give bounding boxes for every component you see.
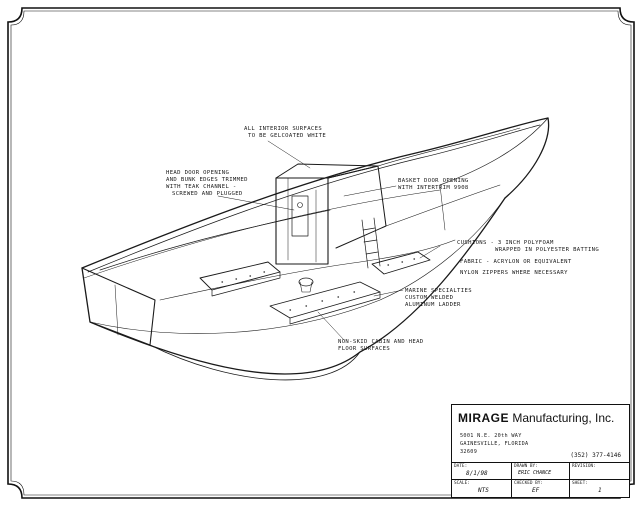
- cushion-stitching: [221, 258, 416, 311]
- address-line-1: 5001 N.E. 20th WAY: [460, 433, 522, 439]
- note-non-skid: NON-SKID CABIN AND HEAD FLOOR SURFACES: [338, 339, 424, 353]
- scale-cell: SCALE: NTS: [452, 479, 512, 497]
- note-line: ALUMINUM LADDER: [405, 302, 461, 308]
- company-name: MIRAGE Manufacturing, Inc.: [458, 411, 614, 425]
- drawn-by-label: DRAWN BY:: [514, 464, 538, 469]
- hull-gunwale-inner: [87, 124, 541, 273]
- note-line: CUSHIONS - 3 INCH POLYFOAM: [457, 240, 554, 246]
- hull-side-near: [81, 197, 506, 375]
- address-line-3: 32609: [460, 449, 478, 455]
- console-side: [327, 165, 387, 249]
- sheet-value: 1: [598, 487, 602, 494]
- note-zippers: NYLON ZIPPERS WHERE NECESSARY: [460, 270, 568, 276]
- date-label: DATE:: [454, 464, 468, 469]
- date-value: 8/1/98: [466, 470, 488, 477]
- company-name-rest: Manufacturing, Inc.: [509, 411, 615, 425]
- note-interior-surfaces: ALL INTERIOR SURFACES TO BE GELCOATED WH…: [244, 126, 326, 140]
- note-line: WITH TEAK CHANNEL -: [166, 184, 237, 190]
- checked-by-value: EF: [532, 487, 540, 494]
- drawn-by-cell: DRAWN BY: ERIC CHANCE: [512, 462, 570, 479]
- address-line-2: GAINESVILLE, FLORIDA: [460, 441, 529, 447]
- bow-cushion: [371, 251, 431, 275]
- note-line: WITH INTERTRIM 9908: [398, 185, 469, 191]
- note-line: BASKET DOOR OPENING: [398, 178, 469, 184]
- drawing-border: [7, 7, 635, 499]
- note-basket-door: BASKET DOOR OPENING WITH INTERTRIM 9908: [398, 178, 469, 192]
- note-line: HEAD DOOR OPENING: [166, 170, 230, 176]
- company-name-bold: MIRAGE: [458, 411, 509, 425]
- note-line: NON-SKID CABIN AND HEAD: [338, 339, 424, 345]
- scale-value: NTS: [478, 487, 489, 494]
- title-block: MIRAGE Manufacturing, Inc. 5001 N.E. 20t…: [451, 404, 630, 498]
- phone-number: (352) 377-4146: [570, 452, 621, 459]
- note-line: CUSTOM WELDED: [405, 295, 454, 301]
- note-marine-specialties: MARINE SPECIALTIES CUSTOM WELDED ALUMINU…: [405, 288, 472, 309]
- note-line: MARINE SPECIALTIES: [405, 288, 472, 294]
- note-line: AND BUNK EDGES TRIMMED: [166, 177, 248, 183]
- title-block-grid: DATE: 8/1/98 DRAWN BY: ERIC CHANCE REVIS…: [452, 462, 629, 497]
- note-line: SCREWED AND PLUGGED: [172, 191, 243, 197]
- revision-cell: REVISION:: [570, 462, 629, 479]
- note-line: TO BE GELCOATED WHITE: [248, 133, 327, 139]
- head-door: [291, 195, 309, 237]
- note-line: FLOOR SURFACES: [338, 346, 391, 352]
- note-cushions: CUSHIONS - 3 INCH POLYFOAM WRAPPED IN PO…: [457, 240, 599, 254]
- bow-deck: [439, 117, 549, 186]
- note-line: WRAPPED IN POLYESTER BATTING: [495, 247, 600, 253]
- leader-lines: [217, 140, 441, 341]
- revision-label: REVISION:: [572, 464, 596, 469]
- console-top: [275, 163, 379, 179]
- checked-by-cell: CHECKED BY: EF: [512, 479, 570, 497]
- checked-by-label: CHECKED BY:: [514, 481, 544, 486]
- transom: [81, 267, 156, 346]
- drawn-by-value: ERIC CHANCE: [518, 470, 552, 476]
- note-fabric: FABRIC - ACRYLON OR EQUIVALENT: [460, 259, 572, 265]
- note-head-door: HEAD DOOR OPENING AND BUNK EDGES TRIMMED…: [166, 170, 248, 198]
- cockpit-edge: [99, 209, 331, 271]
- sheet-cell: SHEET: 1: [570, 479, 629, 497]
- ladder: [361, 217, 381, 269]
- note-line: ALL INTERIOR SURFACES: [244, 126, 323, 132]
- toilet: [298, 277, 314, 287]
- sheet-label: SHEET:: [572, 481, 588, 486]
- date-cell: DATE: 8/1/98: [452, 462, 512, 479]
- hull-gunwale: [81, 117, 549, 269]
- console-front: [275, 177, 329, 265]
- bow: [504, 117, 550, 199]
- aft-seat-cushion: [199, 261, 281, 291]
- scale-label: SCALE:: [454, 481, 470, 486]
- chine: [89, 197, 506, 334]
- keel: [149, 344, 361, 381]
- front-seat-cushion: [269, 281, 381, 319]
